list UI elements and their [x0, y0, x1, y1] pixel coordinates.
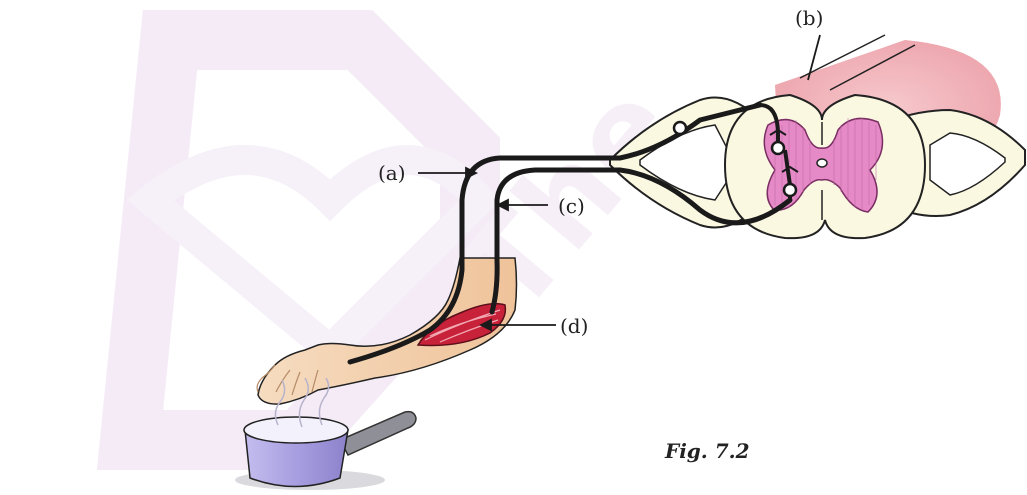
label-a: (a) — [378, 161, 406, 185]
label-d: (d) — [560, 314, 588, 338]
spinal-cord-cross-section — [610, 95, 1025, 238]
figure-caption: Fig. 7.2 — [664, 439, 750, 463]
watermark: The — [130, 40, 702, 440]
label-b: (b) — [795, 6, 823, 30]
label-c: (c) — [558, 194, 585, 218]
dorsal-root-ganglion-cell — [674, 122, 686, 134]
